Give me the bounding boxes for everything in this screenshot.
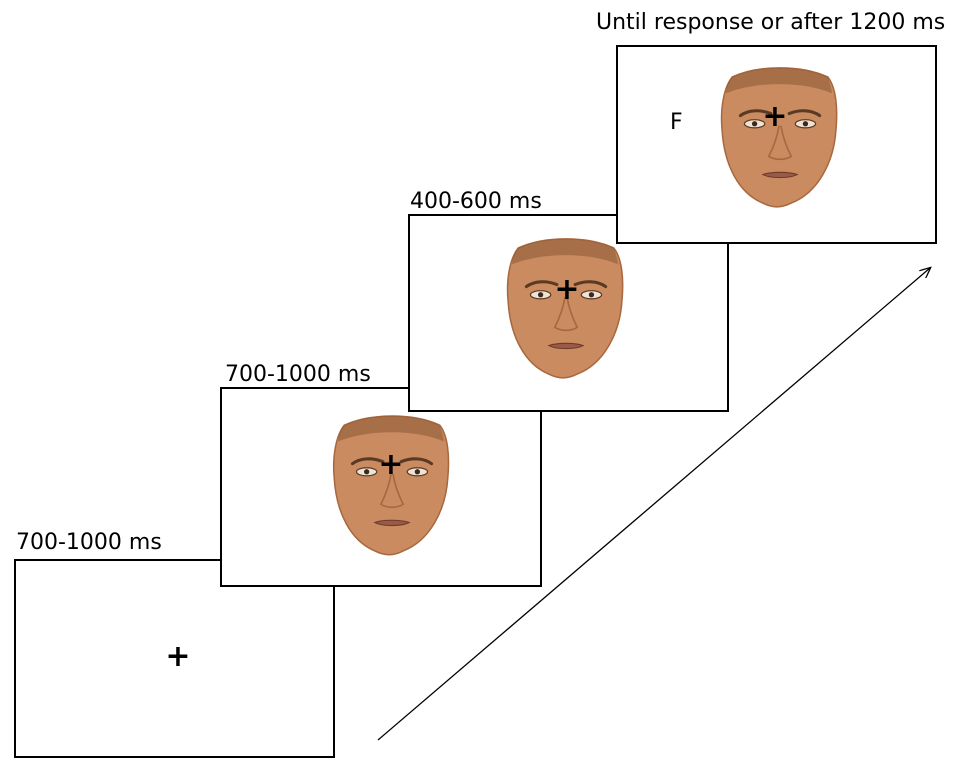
face-icon [332,415,450,556]
stage-4-screen: F + [616,45,937,244]
stage-3-duration-label: 400-600 ms [410,189,542,214]
fixation-cross-icon: + [165,639,191,674]
fixation-cross-icon: + [762,99,788,134]
fixation-cross-icon: + [554,272,580,307]
stage-1-duration-label: 700-1000 ms [16,530,162,555]
stage-2-duration-label: 700-1000 ms [225,362,371,387]
stage-1-screen: + [14,559,335,758]
face-icon [506,238,624,379]
face-icon [720,67,838,208]
response-letter: F [670,110,683,135]
stage-4-duration-label: Until response or after 1200 ms [596,10,946,35]
stage-3-screen: + [408,214,729,412]
stage-2-screen: + [220,387,542,587]
fixation-cross-icon: + [378,447,404,482]
